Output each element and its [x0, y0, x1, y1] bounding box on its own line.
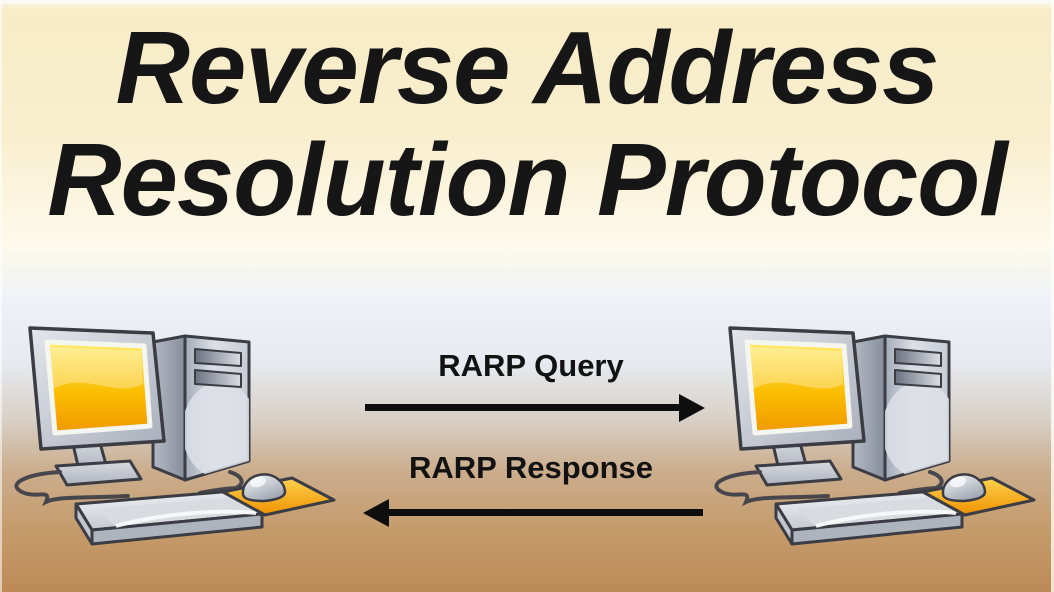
page-title: Reverse Address Resolution Protocol [0, 12, 1054, 236]
rarp-response-label: RARP Response [408, 450, 654, 485]
arrow-shaft [365, 404, 680, 411]
top-edge-strip [0, 0, 1054, 4]
arrow-head-right [679, 394, 705, 422]
rarp-query-label: RARP Query [438, 348, 624, 383]
rarp-query-arrow-right-icon [365, 393, 705, 423]
arrow-head-left [363, 499, 389, 527]
rarp-response-arrow-left-icon [363, 498, 703, 528]
desktop-computer-illustration-right [700, 300, 1054, 592]
arrow-shaft [388, 509, 703, 516]
title-line-1: Reverse Address [115, 10, 940, 125]
desktop-computer-illustration-left [0, 300, 360, 592]
title-line-2: Resolution Protocol [47, 122, 1008, 237]
